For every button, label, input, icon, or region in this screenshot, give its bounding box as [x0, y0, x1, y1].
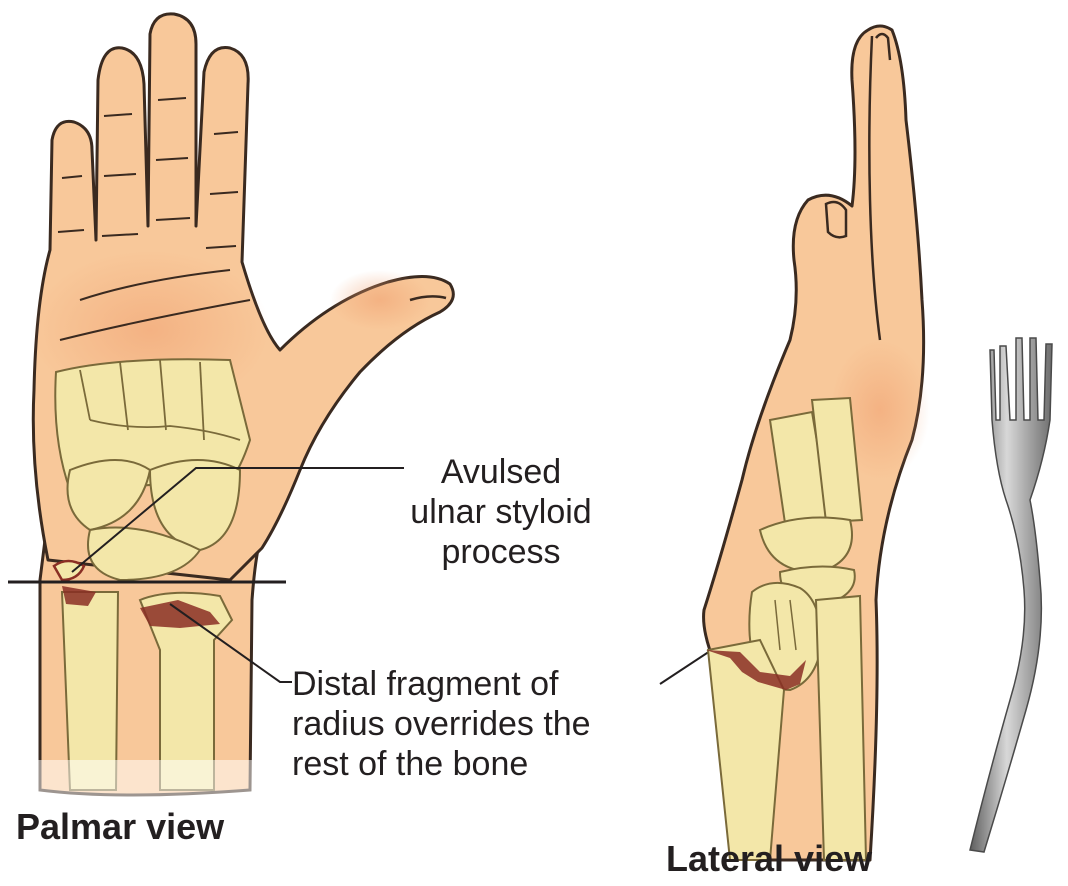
palmar-view-title: Palmar view: [16, 806, 224, 848]
lateral-view-title: Lateral view: [666, 838, 872, 880]
radius-callout-line-3: rest of the bone: [292, 744, 591, 784]
ulnar-callout-label: Avulsed ulnar styloid process: [376, 452, 626, 572]
radius-callout-line-1: Distal fragment of: [292, 664, 591, 704]
fork-icon: [970, 338, 1052, 852]
ulnar-callout-line-2: ulnar styloid: [376, 492, 626, 532]
lateral-hand-illustration: [704, 26, 930, 860]
ulnar-callout-line-3: process: [376, 532, 626, 572]
lateral-ulna: [816, 596, 866, 860]
radius-callout-line-2: radius overrides the: [292, 704, 591, 744]
radius-callout-label: Distal fragment of radius overrides the …: [292, 664, 591, 784]
ulnar-callout-line-1: Avulsed: [376, 452, 626, 492]
